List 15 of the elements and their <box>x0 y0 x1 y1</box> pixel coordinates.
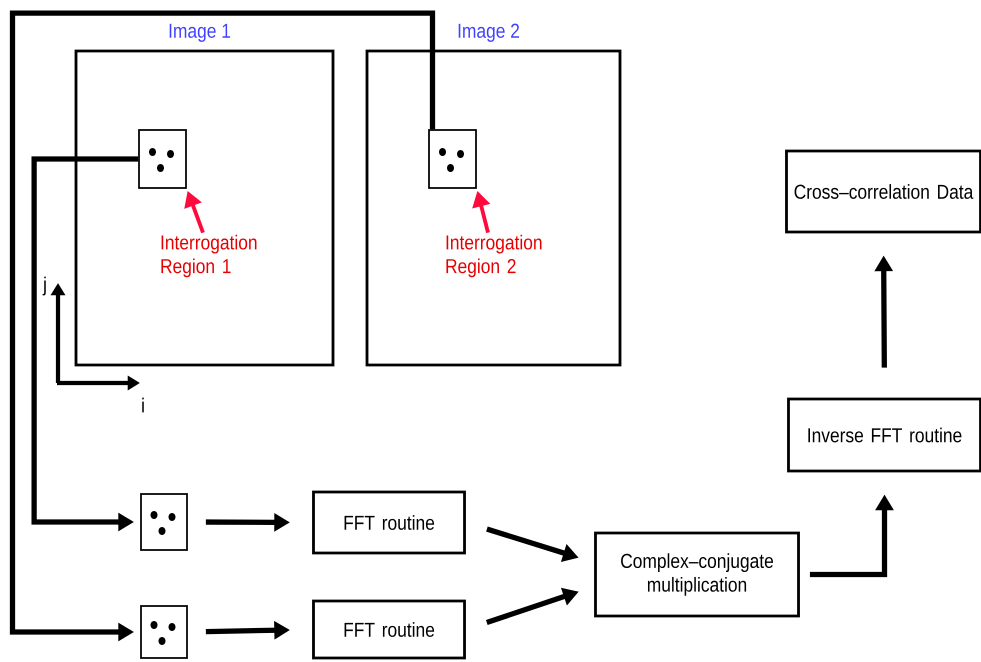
axis-label: i <box>142 398 144 412</box>
process-box: FFT routine <box>312 600 466 660</box>
region-label: Interrogation Region 2 <box>446 234 542 278</box>
interrogation-window <box>138 129 187 189</box>
node-label: Image 1 <box>170 24 230 42</box>
process-box: Inverse FFT routine <box>787 398 981 472</box>
interrogation-window <box>140 605 188 659</box>
process-box: Cross–correlation Data <box>785 150 981 234</box>
node-label: Image 2 <box>458 24 520 42</box>
interrogation-window <box>428 129 477 189</box>
region-label: Interrogation Region 1 <box>161 234 256 278</box>
interrogation-window <box>140 493 188 551</box>
process-box: Complex–conjugate multiplication <box>594 532 800 618</box>
axis-label: j <box>42 276 46 296</box>
process-box: FFT routine <box>312 490 466 554</box>
